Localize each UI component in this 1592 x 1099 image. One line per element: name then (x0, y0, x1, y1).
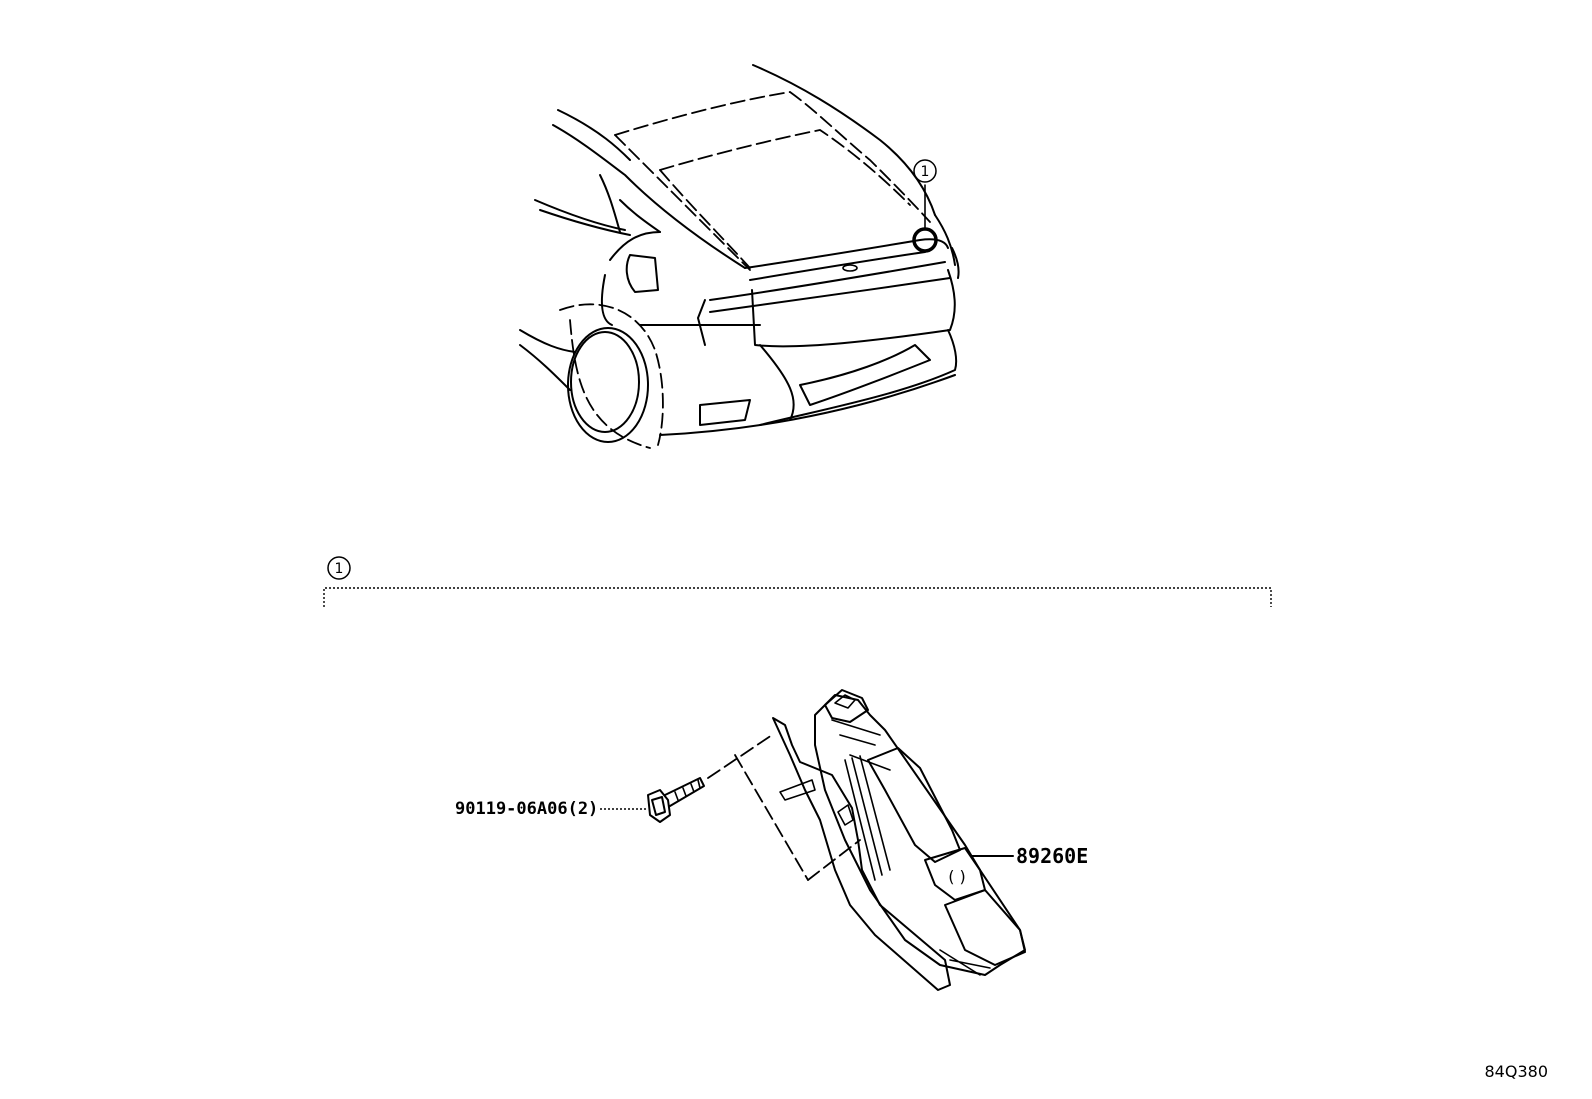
connector-symbol: ( ) (948, 867, 966, 886)
module-location-marker (912, 227, 938, 253)
diagram-code: 84Q380 (1485, 1062, 1549, 1081)
callout-circle (913, 159, 937, 183)
control-module-part: ( ) (772, 689, 1026, 991)
section-marker-circle (327, 556, 351, 580)
section-marker-number: 1 (335, 561, 344, 577)
module-part-number: 89260E (1016, 844, 1088, 868)
bolt-part-number: 90119-06A06(2) (455, 799, 598, 819)
bolt-part (647, 734, 861, 881)
car-rear-illustration: 1 (519, 64, 960, 449)
bolt-callout: 90119-06A06(2) (455, 799, 648, 819)
callout-number: 1 (921, 164, 930, 180)
section-bracket: 1 (323, 556, 1272, 607)
module-callout: 89260E (971, 844, 1088, 868)
